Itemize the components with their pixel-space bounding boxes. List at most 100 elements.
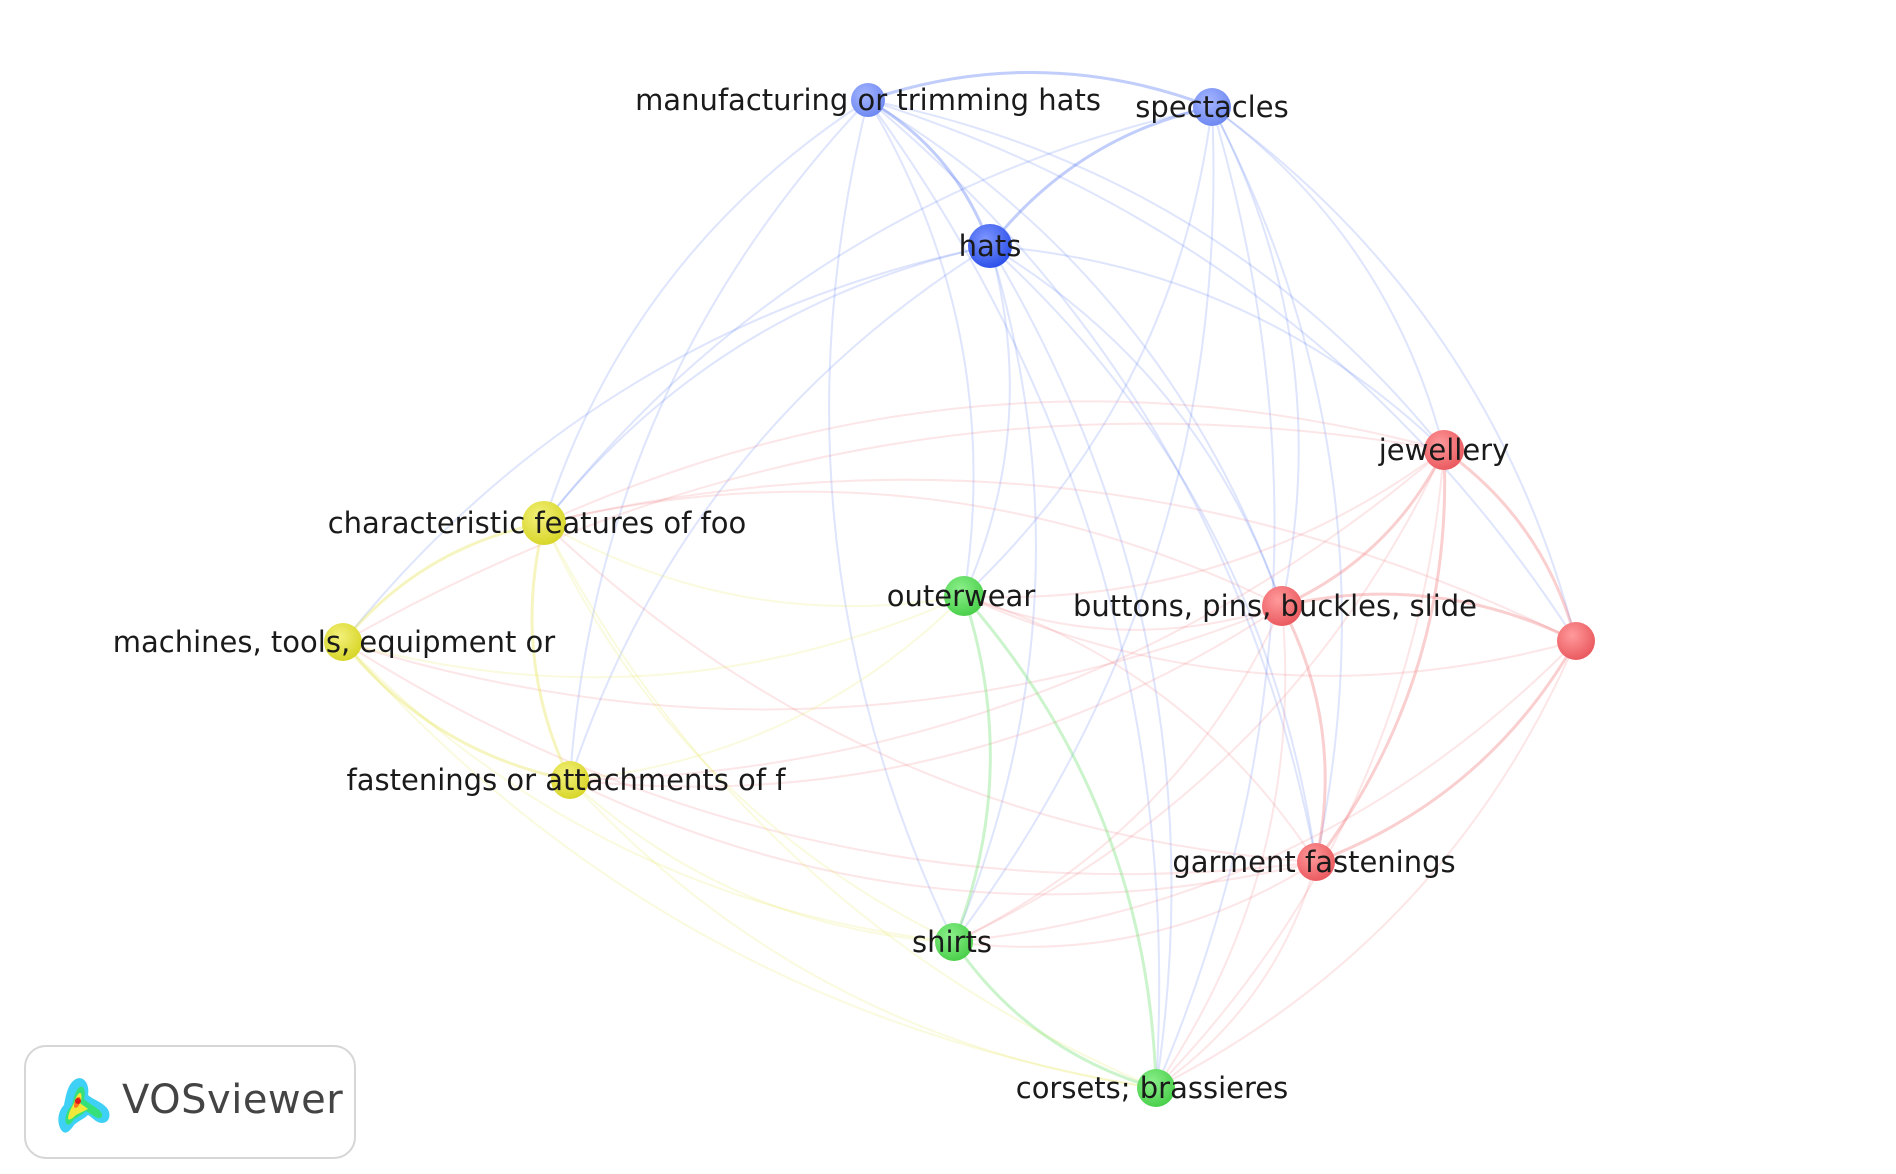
link-jewellery-garment [1314, 449, 1447, 863]
node-corsets-circle[interactable] [1137, 1069, 1175, 1107]
link-manufacturing-unlabeled_red [867, 99, 1577, 642]
node-garment-circle[interactable] [1297, 843, 1335, 881]
node-spectacles-label[interactable]: spectacles [1135, 90, 1288, 124]
node-shirts-circle[interactable] [935, 923, 973, 961]
link-spectacles-jewellery [1211, 106, 1445, 451]
links-layer [341, 70, 1578, 1090]
link-manufacturing-garment [867, 99, 1317, 863]
node-hats-label[interactable]: hats [959, 229, 1022, 263]
node-shirts-label[interactable]: shirts [912, 925, 992, 959]
link-manufacturing-shirts [828, 99, 955, 943]
link-manufacturing-characteristic [543, 99, 869, 524]
link-jewellery-machines [342, 422, 1445, 643]
link-unlabeled_red-corsets [1155, 640, 1577, 1089]
link-machines-corsets [342, 641, 1157, 1089]
link-spectacles-buttons [1211, 106, 1300, 607]
node-hats[interactable]: hats [959, 224, 1022, 268]
link-outerwear-shirts [952, 595, 992, 943]
link-unlabeled_red-shirts [953, 640, 1577, 943]
link-buttons-fastenings [569, 605, 1283, 788]
node-fastenings-circle[interactable] [551, 761, 589, 799]
node-unlabeled-red[interactable] [1557, 622, 1595, 660]
link-spectacles-hats [988, 105, 1213, 247]
node-spectacles[interactable]: spectacles [1135, 88, 1289, 126]
link-hats-corsets [989, 245, 1173, 1089]
link-garment-characteristic [543, 522, 1317, 863]
link-unlabeled_red-characteristic [543, 478, 1577, 642]
link-hats-buttons [989, 245, 1283, 607]
node-outerwear-circle[interactable] [944, 576, 984, 616]
node-outerwear-label[interactable]: outerwear [887, 579, 1036, 613]
node-jewellery[interactable]: jewellery [1378, 430, 1510, 470]
link-manufacturing-buttons [867, 99, 1283, 607]
link-spectacles-outerwear [963, 106, 1213, 597]
link-garment-corsets [1155, 861, 1317, 1089]
node-manufacturing-label[interactable]: manufacturing or trimming hats [635, 83, 1101, 117]
link-shirts-corsets [952, 941, 1157, 1090]
link-hats-garment [989, 245, 1317, 863]
link-jewellery-unlabeled_red [1443, 448, 1578, 642]
link-spectacles-shirts [953, 106, 1215, 943]
link-buttons-outerwear [963, 595, 1283, 631]
link-buttons-machines [342, 605, 1283, 711]
node-machines-label[interactable]: machines, tools, equipment or [113, 625, 556, 659]
node-garment-label[interactable]: garment fastenings [1172, 845, 1455, 879]
node-machines-circle[interactable] [324, 623, 362, 661]
node-garment[interactable]: garment fastenings [1172, 843, 1456, 881]
node-characteristic[interactable]: characteristic features of foo [328, 501, 747, 545]
node-fastenings-label[interactable]: fastenings or attachments of f [347, 763, 787, 797]
link-manufacturing-spectacles [867, 70, 1213, 109]
link-spectacles-unlabeled_red [1211, 106, 1577, 642]
node-shirts[interactable]: shirts [912, 923, 992, 961]
link-jewellery-buttons [1281, 449, 1446, 608]
link-characteristic-outerwear [543, 522, 965, 608]
link-jewellery-characteristic [543, 400, 1445, 524]
link-manufacturing-fastenings [569, 99, 869, 781]
link-buttons-garment [1280, 605, 1327, 863]
node-corsets-label[interactable]: corsets; brassieres [1016, 1071, 1288, 1105]
node-manufacturing[interactable]: manufacturing or trimming hats [635, 83, 1101, 117]
node-characteristic-circle[interactable] [522, 501, 566, 545]
link-jewellery-shirts [953, 449, 1445, 943]
link-machines-outerwear [342, 595, 965, 679]
node-buttons-circle[interactable] [1262, 586, 1302, 626]
link-jewellery-outerwear [963, 449, 1445, 599]
node-machines[interactable]: machines, tools, equipment or [113, 623, 556, 661]
link-fastenings-outerwear [569, 595, 965, 781]
node-jewellery-circle[interactable] [1424, 430, 1464, 470]
link-buttons-unlabeled_red [1281, 592, 1577, 643]
node-unlabeled-red-circle[interactable] [1557, 622, 1595, 660]
node-outerwear[interactable]: outerwear [887, 576, 1036, 616]
link-manufacturing-hats [867, 98, 992, 247]
link-hats-machines [342, 245, 991, 643]
link-jewellery-corsets [1155, 449, 1445, 1089]
link-fastenings-shirts [569, 779, 955, 943]
link-manufacturing-jewellery [867, 99, 1445, 451]
link-manufacturing-corsets [867, 99, 1161, 1089]
link-jewellery-fastenings [569, 449, 1445, 781]
vosviewer-logo-box[interactable]: VOSviewer [24, 1045, 356, 1159]
link-hats-jewellery [989, 245, 1445, 451]
link-manufacturing-outerwear [867, 99, 975, 597]
link-hats-characteristic [543, 245, 991, 524]
node-spectacles-circle[interactable] [1193, 88, 1231, 126]
node-corsets[interactable]: corsets; brassieres [1016, 1069, 1288, 1107]
node-buttons-label[interactable]: buttons, pins, buckles, slide [1073, 589, 1477, 623]
link-garment-fastenings [569, 779, 1317, 896]
node-characteristic-label[interactable]: characteristic features of foo [328, 506, 747, 540]
link-characteristic-fastenings [530, 522, 572, 781]
vosviewer-logo-text: VOSviewer [122, 1077, 344, 1123]
link-hats-outerwear [963, 245, 1011, 597]
node-hats-circle[interactable] [968, 224, 1012, 268]
node-manufacturing-circle[interactable] [851, 83, 885, 117]
link-unlabeled_red-garment [1315, 640, 1578, 864]
link-garment-machines [342, 641, 1317, 876]
link-garment-outerwear [963, 595, 1317, 863]
node-buttons[interactable]: buttons, pins, buckles, slide [1073, 586, 1477, 626]
node-fastenings[interactable]: fastenings or attachments of f [347, 761, 787, 799]
link-hats-shirts [953, 245, 1037, 943]
link-spectacles-garment [1211, 106, 1343, 863]
node-jewellery-label[interactable]: jewellery [1378, 433, 1510, 467]
link-machines-shirts [342, 641, 955, 943]
